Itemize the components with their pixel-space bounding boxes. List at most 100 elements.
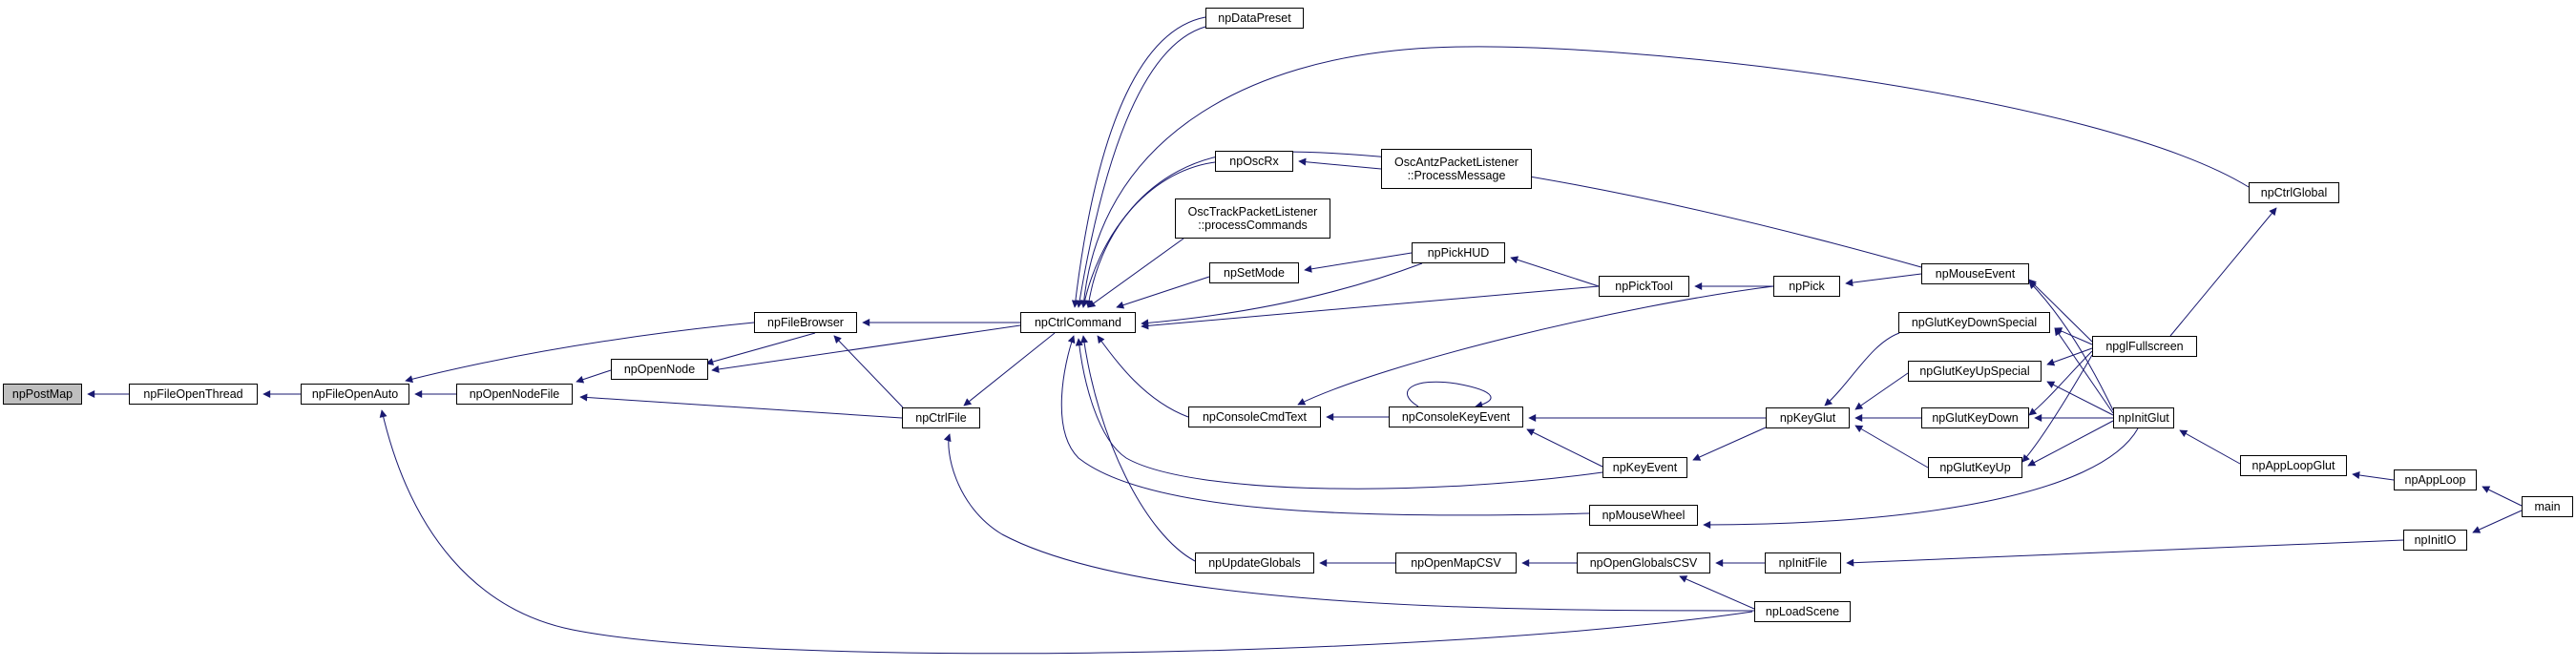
function-node-npfileopenauto[interactable]: npFileOpenAuto [301, 384, 409, 405]
call-edge [1407, 381, 1492, 409]
call-edge [405, 322, 755, 384]
function-node-npconsolekeyevent[interactable]: npConsoleKeyEvent [1389, 406, 1523, 427]
function-node-nppicktool[interactable]: npPickTool [1599, 276, 1689, 297]
node-label-line2: ::processCommands [1198, 219, 1308, 232]
call-edge [2046, 347, 2093, 366]
call-edge [1854, 372, 1909, 410]
call-edge [1141, 285, 1600, 330]
call-edge [1060, 335, 1590, 516]
function-node-nppostmap[interactable]: npPostMap [3, 384, 82, 405]
function-node-npopennodefile[interactable]: npOpenNodeFile [456, 384, 573, 405]
node-label: npOscRx [1229, 155, 1279, 168]
node-label: npInitIO [2414, 533, 2457, 547]
function-node-npglutkeyupspecial[interactable]: npGlutKeyUpSpecial [1908, 361, 2042, 382]
function-node-npctrlglobal[interactable]: npCtrlGlobal [2249, 182, 2339, 203]
function-node-npctrlcommand[interactable]: npCtrlCommand [1020, 312, 1136, 333]
function-node-npopenglobalscsv[interactable]: npOpenGlobalsCSV [1577, 552, 1710, 573]
function-node-nppickhud[interactable]: npPickHUD [1412, 242, 1505, 263]
function-node-npdatapreset[interactable]: npDataPreset [1205, 8, 1304, 29]
function-node-npupdateglobals[interactable]: npUpdateGlobals [1195, 552, 1314, 573]
call-edge [2021, 354, 2093, 463]
node-label: npCtrlCommand [1034, 316, 1121, 329]
call-edge [576, 369, 612, 384]
function-node-npsetmode[interactable]: npSetMode [1209, 262, 1299, 283]
node-label: npUpdateGlobals [1208, 556, 1301, 570]
call-edge [1080, 335, 1196, 562]
call-edge [711, 324, 1021, 373]
call-edge [943, 433, 1755, 612]
call-edge [963, 332, 1056, 406]
node-label: npAppLoopGlut [2251, 459, 2335, 472]
function-node-npinitfile[interactable]: npInitFile [1765, 552, 1841, 573]
function-node-npfilebrowser[interactable]: npFileBrowser [754, 312, 857, 333]
call-edge [1071, 16, 1206, 308]
call-edge [1846, 539, 2404, 567]
call-edge [2028, 281, 2114, 411]
function-node-npglutkeydown[interactable]: npGlutKeyDown [1921, 407, 2029, 428]
call-edge [1097, 335, 1189, 418]
call-edge [1141, 262, 1423, 327]
function-node-npopenmapcsv[interactable]: npOpenMapCSV [1395, 552, 1517, 573]
call-edge [2027, 420, 2114, 467]
call-edge [1085, 151, 1922, 308]
node-label: OscAntzPacketListener [1394, 156, 1518, 169]
call-edge [1845, 273, 1922, 287]
function-node-oscantz[interactable]: OscAntzPacketListener::ProcessMessage [1381, 149, 1532, 189]
call-edge [2046, 381, 2114, 416]
function-node-npglutkeyup[interactable]: npGlutKeyUp [1928, 457, 2022, 478]
function-node-npapploopglut[interactable]: npAppLoopGlut [2240, 455, 2347, 476]
call-edge [2028, 279, 2093, 343]
call-edge [2169, 207, 2277, 337]
call-edge [1076, 26, 1206, 308]
node-label: npCtrlFile [915, 411, 967, 425]
function-node-osctrack[interactable]: OscTrackPacketListener::processCommands [1175, 198, 1330, 239]
node-label: npKeyEvent [1612, 461, 1678, 474]
node-label: npglFullscreen [2105, 340, 2184, 353]
function-node-npinitio[interactable]: npInitIO [2403, 530, 2467, 551]
function-node-nploadscene[interactable]: npLoadScene [1754, 601, 1851, 622]
node-label: npAppLoop [2404, 473, 2466, 487]
node-label: npFileOpenThread [143, 387, 243, 401]
node-label: npFileBrowser [767, 316, 844, 329]
node-label-line2: ::ProcessMessage [1407, 169, 1506, 182]
function-node-npctrlfile[interactable]: npCtrlFile [902, 407, 980, 428]
node-label: npPick [1789, 280, 1825, 293]
node-label: npDataPreset [1218, 11, 1291, 25]
call-edge [1304, 252, 1413, 273]
function-node-nppick[interactable]: npPick [1773, 276, 1840, 297]
call-edge [1116, 276, 1210, 309]
node-label: npKeyGlut [1779, 411, 1836, 425]
node-label: main [2534, 500, 2561, 513]
function-node-main[interactable]: main [2522, 496, 2573, 517]
node-label: npOpenGlobalsCSV [1589, 556, 1698, 570]
node-label: npOpenMapCSV [1411, 556, 1501, 570]
function-node-npconsolecmdtext[interactable]: npConsoleCmdText [1188, 406, 1321, 427]
call-edge [2054, 327, 2114, 414]
node-label: npInitFile [1778, 556, 1828, 570]
function-node-nposcrx[interactable]: npOscRx [1215, 151, 1293, 172]
call-edge [1703, 427, 2139, 529]
call-edge [705, 332, 816, 365]
function-node-npmouseevent[interactable]: npMouseEvent [1921, 263, 2029, 284]
node-label: npConsoleCmdText [1202, 410, 1308, 424]
function-node-npfileopenthread[interactable]: npFileOpenThread [129, 384, 258, 405]
function-node-npglfullscreen[interactable]: npglFullscreen [2092, 336, 2197, 357]
function-node-npopennode[interactable]: npOpenNode [611, 359, 708, 380]
node-label: npGlutKeyDown [1932, 411, 2019, 425]
call-edge [1692, 427, 1767, 461]
node-label: OscTrackPacketListener [1187, 205, 1318, 219]
function-node-npkeyevent[interactable]: npKeyEvent [1602, 457, 1687, 478]
function-node-npglutkeydownspecial[interactable]: npGlutKeyDownSpecial [1898, 312, 2050, 333]
function-node-npmousewheel[interactable]: npMouseWheel [1589, 505, 1698, 526]
node-label: npMouseEvent [1935, 267, 2016, 281]
call-edge [1087, 238, 1184, 308]
function-node-npinitglut[interactable]: npInitGlut [2113, 407, 2174, 428]
node-label: npFileOpenAuto [311, 387, 399, 401]
function-node-npkeyglut[interactable]: npKeyGlut [1766, 407, 1850, 428]
function-node-npapploop[interactable]: npAppLoop [2394, 469, 2477, 490]
node-label: npGlutKeyDownSpecial [1911, 316, 2038, 329]
node-label: npPickTool [1615, 280, 1673, 293]
node-label: npLoadScene [1765, 605, 1840, 618]
